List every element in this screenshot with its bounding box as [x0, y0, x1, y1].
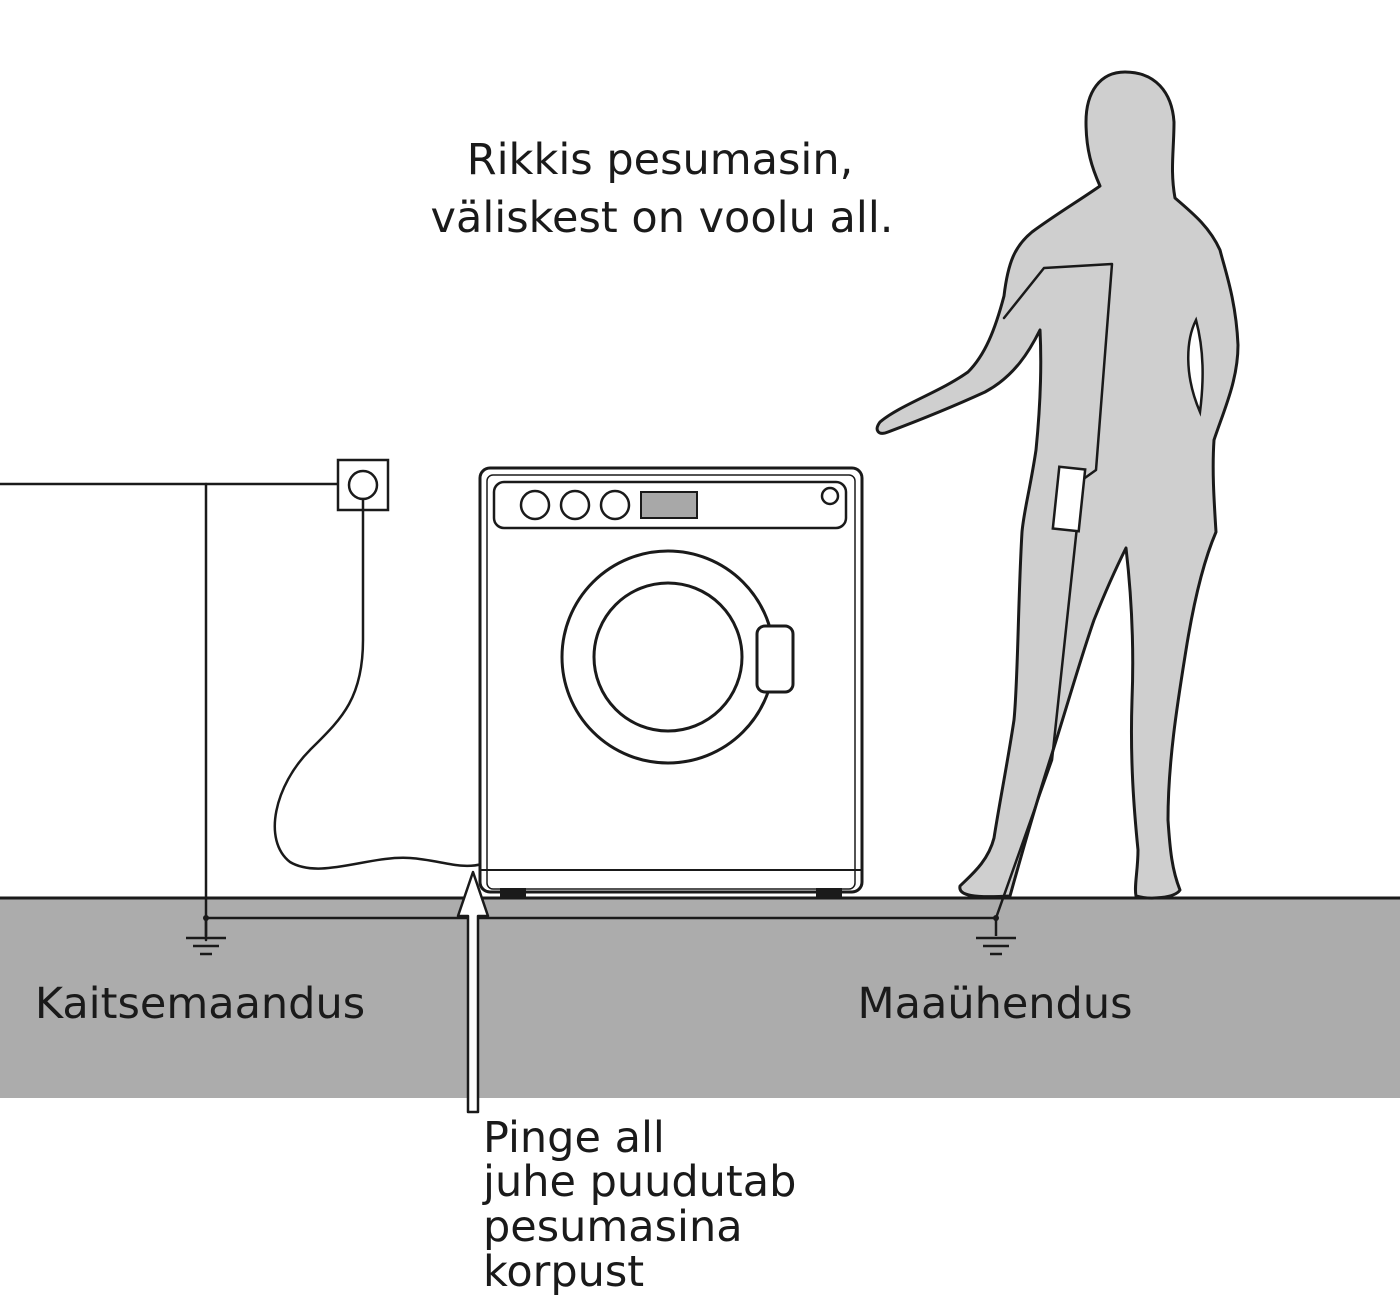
body-current-path — [994, 262, 1114, 920]
ground-symbol-icon — [976, 915, 1016, 956]
ground-band — [0, 898, 1400, 1098]
power-cable — [273, 497, 484, 870]
up-arrow-icon — [456, 870, 490, 1114]
washing-machine-icon — [478, 466, 864, 898]
washer-display — [640, 491, 698, 519]
person-arm-gap — [1187, 316, 1204, 417]
title-line-2: väliskest on voolu all. — [431, 193, 894, 243]
ground-symbol-icon — [186, 915, 226, 956]
note-line-4: korpust — [483, 1247, 644, 1297]
supply-wiring — [0, 482, 998, 942]
title-line-1: Rikkis pesumasin, — [467, 135, 854, 185]
note-line-1: Pinge all — [483, 1113, 665, 1163]
note-line-3: pesumasina — [483, 1202, 743, 1252]
protective-earthing-label: Kaitsemaandus — [35, 979, 365, 1029]
note-line-2: juhe puudutab — [482, 1157, 796, 1207]
earth-connection-label: Maaühendus — [858, 979, 1133, 1029]
